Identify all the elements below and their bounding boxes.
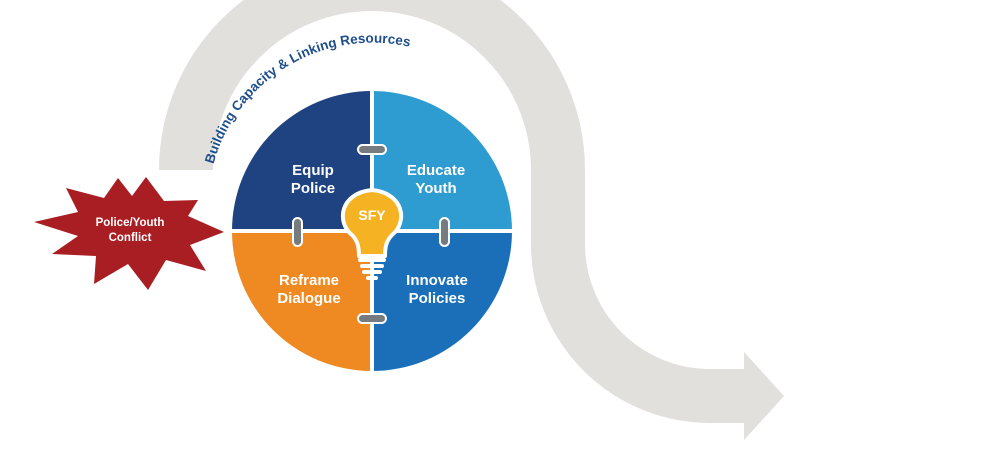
connector-right <box>439 217 450 247</box>
bulb-label: SFY <box>358 207 386 223</box>
burst-shape <box>34 177 224 290</box>
quadrant-reframe-line2: Dialogue <box>277 290 340 307</box>
connector-bottom <box>357 313 387 324</box>
quadrant-innovate-line2: Policies <box>409 290 466 307</box>
burst-label-line1: Police/Youth <box>96 217 165 229</box>
quadrant-reframe-line1: Reframe <box>279 272 339 289</box>
quadrant-equip-line2: Police <box>291 180 335 197</box>
lightbulb-icon: SFY <box>340 188 404 280</box>
quadrant-equip-line1: Equip <box>292 162 334 179</box>
bulb-glass <box>340 188 404 258</box>
burst-label-line2: Conflict <box>109 232 152 244</box>
quadrant-educate-line1: Educate <box>407 162 465 179</box>
conflict-burst: Police/Youth Conflict <box>34 177 224 290</box>
connector-left <box>292 217 303 247</box>
process-arrow <box>159 0 784 440</box>
arrow-body <box>159 0 750 423</box>
connector-top <box>357 144 387 155</box>
bulb-base <box>358 258 386 280</box>
connectors <box>292 144 450 324</box>
arrow-head <box>744 352 784 440</box>
quadrant-educate-line2: Youth <box>415 180 456 197</box>
quadrant-innovate-line1: Innovate <box>406 272 468 289</box>
